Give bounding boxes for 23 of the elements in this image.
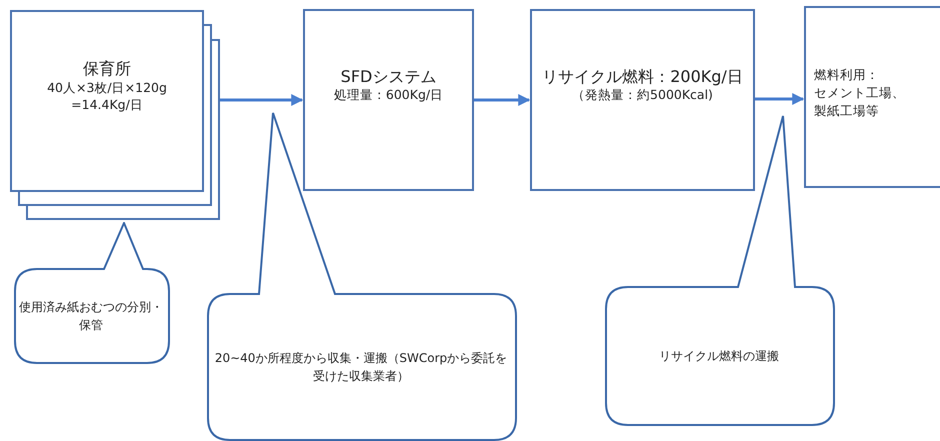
bubble-text: 使用済み紙おむつの分別・保管 [18, 299, 164, 334]
process-box [530, 9, 755, 191]
box-text: SFDシステム [340, 66, 436, 88]
process-box [10, 10, 204, 192]
box-text: 製紙工場等 [814, 102, 879, 120]
box-text: リサイクル燃料：200Kg/日 [542, 66, 743, 88]
speech-bubble [14, 222, 170, 366]
box-text: セメント工場、 [814, 84, 905, 102]
box-text: 燃料利用： [814, 66, 879, 84]
arrow [220, 94, 304, 106]
bubble-text: リサイクル燃料の運搬 [659, 348, 779, 365]
arrow [755, 93, 804, 105]
process-box [303, 9, 474, 191]
box-text: 保育所 [83, 58, 131, 80]
box-text: （発熱量：約5000Kcal) [572, 87, 713, 104]
box-text: 40人×3枚/日×120g [47, 80, 167, 97]
speech-bubble [207, 112, 517, 441]
speech-bubble [605, 115, 835, 428]
bubble-text: 20~40か所程度から収集・運搬（SWCorpから委託を受けた収集業者） [214, 350, 508, 385]
arrow [474, 94, 530, 106]
box-text: =14.4Kg/日 [71, 96, 143, 114]
process-box [804, 6, 940, 188]
box-text: 処理量：600Kg/日 [334, 87, 444, 104]
